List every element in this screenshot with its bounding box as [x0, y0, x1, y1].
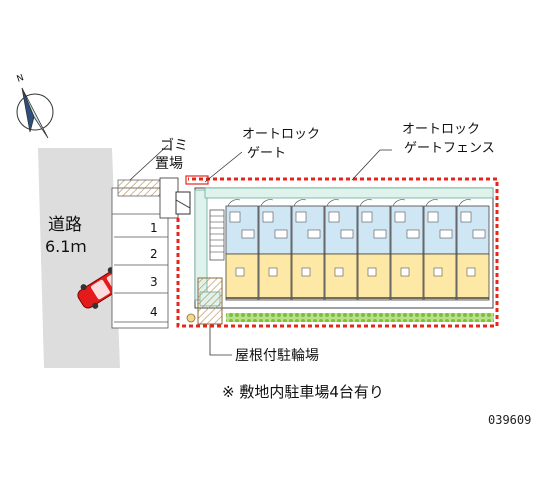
road-width: 6.1ｍ	[45, 237, 86, 256]
parking-space-4: 4	[150, 305, 158, 319]
unit	[390, 199, 424, 301]
parking-note: ※ 敷地内駐車場4台有り	[222, 383, 384, 401]
fence-label-2: ゲートフェンス	[404, 141, 495, 156]
garbage-label-2: 置場	[155, 156, 183, 172]
gate-leader-line	[204, 151, 243, 183]
bicycle-shed	[186, 277, 232, 356]
unit	[423, 199, 457, 301]
apartment-units	[225, 199, 490, 301]
parking-space-1: 1	[150, 221, 158, 235]
unit	[357, 199, 391, 301]
fence-leader-line	[351, 149, 392, 181]
parking-space-2: 2	[150, 247, 158, 261]
fence-label-1: オートロック	[402, 122, 480, 137]
stairs-icon	[209, 209, 225, 261]
unit	[291, 199, 325, 301]
north-label: N	[16, 73, 26, 85]
unit	[324, 199, 358, 301]
property-code: 039609	[488, 413, 531, 427]
parking-lot: 1 2 3 4	[111, 187, 169, 329]
bicycle-label: 屋根付駐輪場	[235, 347, 319, 364]
garbage-label-1: ゴミ	[160, 137, 188, 154]
compass-rose-icon: N	[16, 73, 54, 139]
road: 道路 6.1ｍ	[38, 148, 120, 368]
unit	[258, 199, 292, 301]
gate-label-2: ゲート	[247, 146, 286, 161]
garbage-area: ゴミ 置場	[117, 137, 191, 219]
gate-label-1: オートロック	[242, 127, 320, 142]
unit	[456, 199, 490, 301]
hedge	[226, 313, 494, 322]
road-label: 道路	[48, 215, 82, 235]
unit	[225, 199, 259, 301]
parking-space-3: 3	[150, 275, 158, 289]
